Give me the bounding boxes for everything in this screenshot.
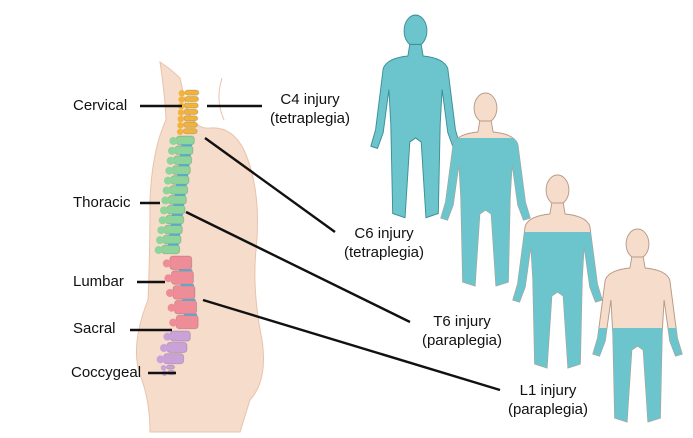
thoracic-process [166,156,175,165]
figure-l1-injury [592,228,683,423]
thoracic-process [168,146,176,155]
label-sacral: Sacral [73,320,116,337]
lumbar-process [167,303,176,312]
lumbar-process [166,289,174,297]
intervertebral-disc [169,233,181,236]
coccyx-process [160,365,167,371]
cervical-process [176,128,184,136]
thoracic-vertebra [170,175,190,185]
cervical-process [177,115,184,123]
thoracic-vertebra [166,204,186,215]
intervertebral-disc [182,298,196,301]
cervical-vertebra [182,121,198,128]
cervical-process [177,122,184,129]
thoracic-vertebra [165,214,185,225]
intervertebral-disc [171,213,183,216]
thoracic-vertebra [162,234,182,245]
thoracic-vertebra [161,244,181,255]
cervical-vertebra [183,102,199,109]
thoracic-vertebra [175,135,195,146]
intervertebral-disc [174,194,186,196]
sacral-vertebra [166,341,188,353]
thoracic-process [164,176,172,185]
cervical-process [178,96,185,103]
lumbar-process [164,274,173,283]
thoracic-vertebra [171,165,191,175]
side-body-silhouette [135,60,264,433]
lumbar-process [162,259,171,268]
thoracic-process [162,186,171,195]
sacral-process [156,355,165,364]
cervical-vertebra [184,95,200,103]
thoracic-vertebra [163,224,183,235]
thoracic-process [157,226,166,235]
label-lumbar: Lumbar [73,273,124,290]
thoracic-process [161,196,170,205]
injury-t6-label: T6 injury (paraplegia) [412,312,512,350]
lumbar-vertebra [172,285,196,300]
coccyx-vertebra [166,364,175,370]
lumbar-process [169,318,178,327]
thoracic-vertebra [167,195,187,205]
sacral-process [160,344,168,352]
injury-l1-label: L1 injury (paraplegia) [498,381,598,419]
label-coccygeal: Coccygeal [71,364,142,381]
intervertebral-disc [179,269,193,272]
lumbar-vertebra [175,314,199,330]
sacral-process [163,332,172,341]
injury-level: C4 injury [280,91,340,108]
sacral-vertebra [163,353,185,365]
injury-type: (paraplegia) [421,332,503,349]
thoracic-vertebra [173,155,193,166]
intervertebral-disc [167,243,179,246]
cervical-vertebra [183,115,199,122]
cervical-process [177,109,185,116]
injury-type: (paraplegia) [507,401,589,418]
injury-level: L1 injury [519,382,577,399]
injury-type: (tetraplegia) [269,110,351,127]
thoracic-process [165,166,174,175]
intervertebral-disc [178,164,190,167]
cervical-process [178,90,186,97]
label-thoracic: Thoracic [73,194,131,211]
thoracic-vertebra [174,145,194,156]
thoracic-vertebra [169,185,189,195]
lumbar-vertebra [174,299,198,315]
spine [154,89,200,376]
intervertebral-disc [173,203,185,206]
intervertebral-disc [180,284,194,287]
thoracic-process [156,236,164,245]
thoracic-process [160,206,168,215]
injury-c4-label: C4 injury (tetraplegia) [262,90,358,128]
thoracic-process [154,246,163,255]
lumbar-vertebra [170,270,194,285]
pointer-lines [130,104,501,392]
label-cervical: Cervical [73,97,128,114]
injury-c6-label: C6 injury (tetraplegia) [336,224,432,262]
cervical-vertebra [184,89,200,96]
injury-type: (tetraplegia) [343,244,425,261]
intervertebral-disc [175,184,187,187]
intervertebral-disc [177,174,189,177]
intervertebral-disc [181,144,193,147]
injury-level: T6 injury [433,313,491,330]
thoracic-process [169,136,178,145]
cervical-vertebra [183,108,199,116]
cervical-vertebra [182,128,198,135]
intervertebral-disc [170,223,182,226]
intervertebral-disc [183,313,198,316]
intervertebral-disc [179,154,191,157]
sacral-vertebra [169,330,191,342]
figure-c4-injury [370,14,461,219]
thoracic-process [158,216,167,225]
lumbar-vertebra [169,255,193,271]
injury-level: C6 injury [354,225,414,242]
